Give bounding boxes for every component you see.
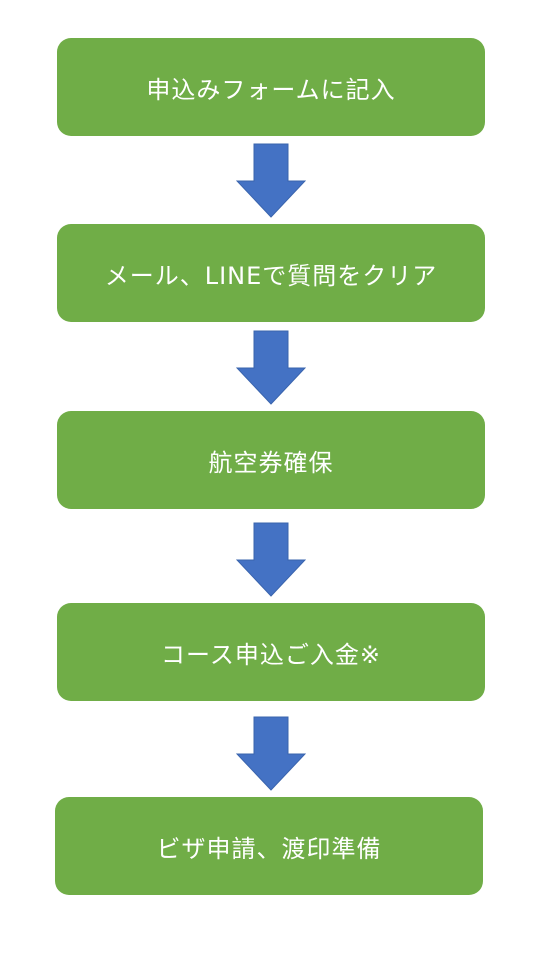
flow-step-visa-preparation: ビザ申請、渡印準備 xyxy=(55,797,483,895)
flow-step-label: 申込みフォームに記入 xyxy=(146,75,396,104)
flow-step-course-payment: コース申込ご入金※ xyxy=(57,603,485,701)
down-arrow-icon xyxy=(236,522,306,597)
down-arrow-icon xyxy=(236,716,306,791)
flow-step-questions: メール、LINEで質問をクリア xyxy=(57,224,485,322)
flow-step-application-form: 申込みフォームに記入 xyxy=(57,38,485,136)
down-arrow-icon xyxy=(236,330,306,405)
flow-step-label: メール、LINEで質問をクリア xyxy=(104,261,438,290)
flow-step-label: 航空券確保 xyxy=(208,448,334,477)
flow-step-label: ビザ申請、渡印準備 xyxy=(156,834,382,863)
down-arrow-icon xyxy=(236,143,306,218)
flow-step-flight-ticket: 航空券確保 xyxy=(57,411,485,509)
flow-step-label: コース申込ご入金※ xyxy=(161,640,381,669)
